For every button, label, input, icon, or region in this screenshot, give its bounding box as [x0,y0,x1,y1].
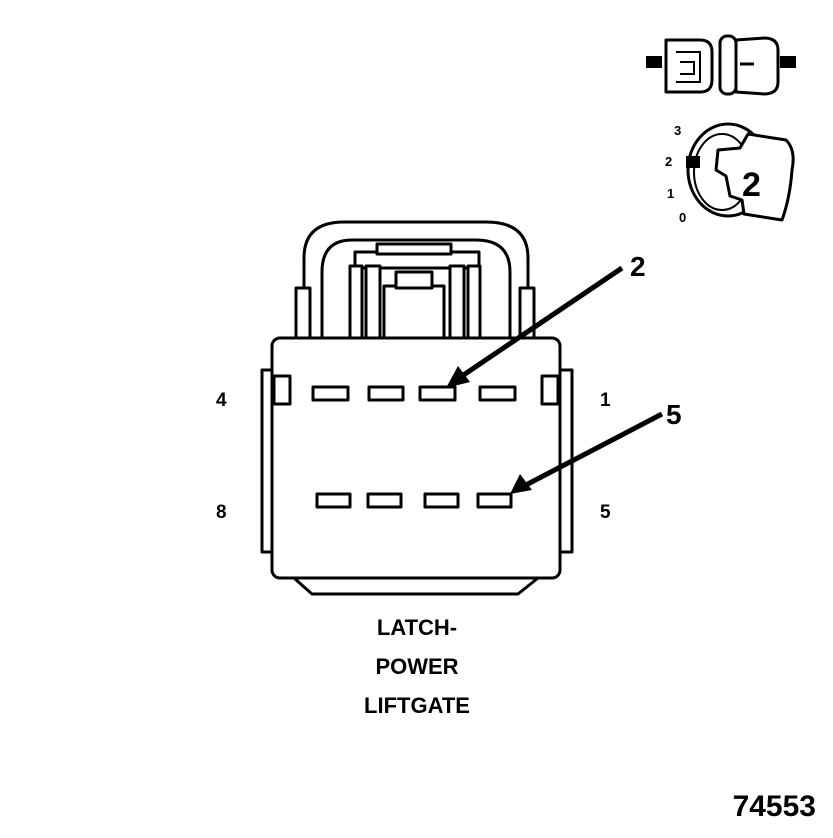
connector-halves-icon [646,34,796,96]
cavity-8 [315,492,352,509]
figure-number: 74553 [733,790,816,823]
pin-label-1: 1 [600,390,611,411]
cavity-1 [478,385,517,402]
cavity-4 [311,385,350,402]
ignition-key-icon: 2 [686,122,795,222]
cavity-3 [367,385,405,402]
connector-housing [260,220,574,596]
callout-label-5: 5 [666,399,682,430]
key-position-labels: 3 2 1 0 [665,123,686,225]
key-position-0: 0 [679,210,686,225]
pin-label-5: 5 [600,502,611,523]
title-line-1: LATCH- [377,615,457,640]
key-number: 2 [742,166,761,204]
cavity-2 [418,385,457,402]
connector-title: LATCH- POWER LIFTGATE [364,615,470,718]
title-line-2: POWER [375,654,458,679]
cavity-5 [476,492,513,509]
pin-label-4: 4 [216,390,227,411]
cavity-6 [423,492,460,509]
cavity-7 [366,492,403,509]
pin-label-8: 8 [216,502,227,523]
pin-cavities [311,385,517,509]
callout-arrows [446,265,664,494]
key-position-1: 1 [667,186,674,201]
key-position-3: 3 [674,123,681,138]
callout-label-2: 2 [630,251,646,282]
key-position-2: 2 [665,154,672,169]
title-line-3: LIFTGATE [364,693,470,718]
